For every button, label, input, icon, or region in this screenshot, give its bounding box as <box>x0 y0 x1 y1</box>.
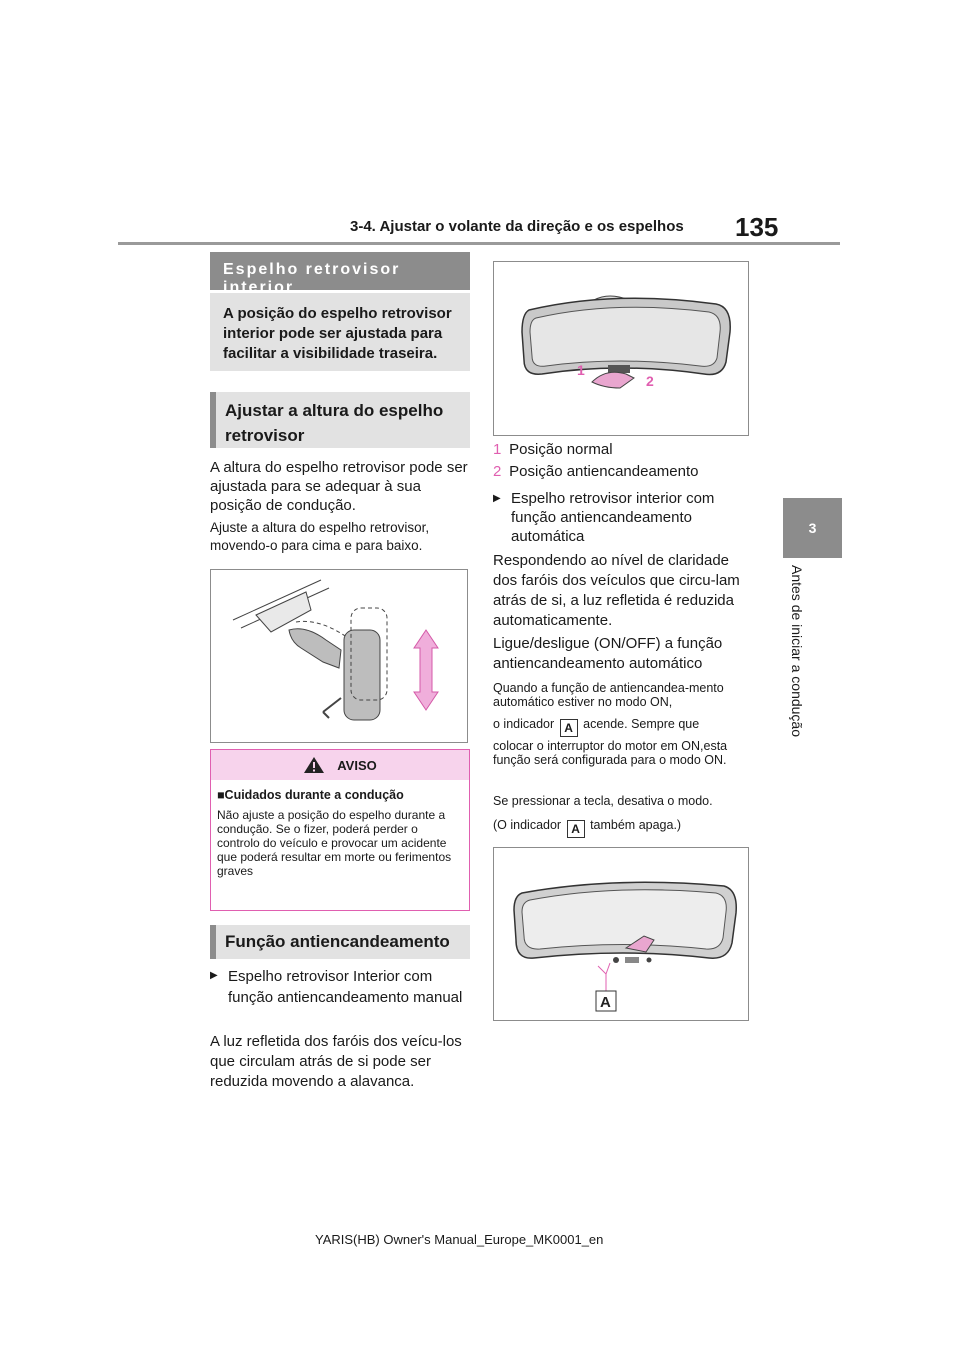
position-number: 1 <box>493 441 502 458</box>
header-section-title: 3-4. Ajustar o volante da direção e os e… <box>350 218 684 235</box>
section-heading: Espelho retrovisor interior <box>210 252 470 296</box>
warning-content: ■Cuidados durante a condução Não ajuste … <box>211 780 469 878</box>
position-item: 2 Posição antiencandeamento <box>493 462 755 481</box>
footer-manual-id: YARIS(HB) Owner's Manual_Europe_MK0001_e… <box>315 1232 604 1247</box>
header-divider <box>118 242 840 245</box>
subheading-antiglare: Função antiencandeamento <box>210 925 470 959</box>
chapter-tab: 3 <box>783 498 842 558</box>
position-item: 1 Posição normal <box>493 440 755 459</box>
note-engine-switch: colocar o interruptor do motor em ON,est… <box>493 739 728 767</box>
warning-box: AVISO ■Cuidados durante a condução Não a… <box>210 749 470 911</box>
warning-header: AVISO <box>211 750 469 780</box>
note-indicator-pre: o indicador <box>493 717 555 731</box>
note-press-key: Se pressionar a tecla, desativa o modo. <box>493 794 713 808</box>
fig-label-1: 1 <box>577 362 585 378</box>
auto-paragraph: Respondendo ao nível de claridade dos fa… <box>493 552 740 629</box>
mirror-antiglare-figure: 1 2 <box>493 261 749 436</box>
auto-toggle-paragraph: Ligue/desligue (ON/OFF) a função antienc… <box>493 635 723 672</box>
intro-box: A posição do espelho retrovisor interior… <box>210 293 470 371</box>
adjust-paragraph: A altura do espelho retrovisor pode ser … <box>210 459 468 514</box>
bullet-arrow-icon: ▶ <box>210 970 218 981</box>
mirror-lever-illustration: 1 2 <box>521 295 731 389</box>
chapter-title-vertical: Antes de iniciar a condução <box>782 565 812 765</box>
adjust-instruction: Ajuste a altura do espelho retrovisor, m… <box>210 520 430 553</box>
auto-item: ▶ Espelho retrovisor interior com função… <box>493 489 755 546</box>
note-off-pre: (O indicador <box>493 818 562 832</box>
position-label: Posição antiencandeamento <box>509 463 699 480</box>
auto-mirror-illustration: A <box>513 881 737 1012</box>
warning-label: AVISO <box>337 757 377 773</box>
bullet-arrow-icon: ▶ <box>493 493 501 504</box>
warning-triangle-icon <box>304 757 325 773</box>
mirror-height-figure <box>210 569 468 743</box>
indicator-a-icon: A <box>566 820 585 838</box>
chapter-title: Antes de iniciar a condução <box>789 565 805 737</box>
position-label: Posição normal <box>509 441 613 458</box>
note-indicator-post: acende. Sempre que <box>583 717 700 731</box>
note-mode-on: Quando a função de antiencandea-mento au… <box>493 681 724 709</box>
manual-item: ▶ Espelho retrovisor Interior com função… <box>210 966 472 1008</box>
position-list: 1 Posição normal 2 Posição antiencandeam… <box>493 440 755 481</box>
note-indicator-off: (O indicador A também apaga.) <box>493 817 755 838</box>
position-number: 2 <box>493 463 502 480</box>
indicator-a-icon: A <box>559 719 578 737</box>
subheading-adjust-height: Ajustar a altura do espelho retrovisor <box>210 392 470 448</box>
warning-text: Não ajuste a posição do espelho durante … <box>217 808 452 878</box>
warning-title: ■Cuidados durante a condução <box>217 788 404 802</box>
manual-paragraph: A luz refletida dos faróis dos veícu-los… <box>210 1033 462 1090</box>
manual-item-text: Espelho retrovisor Interior com função a… <box>228 968 463 1006</box>
note-off-post: também apaga.) <box>590 818 682 832</box>
mirror-height-illustration <box>232 579 439 721</box>
page-number: 135 <box>735 212 779 242</box>
auto-item-text: Espelho retrovisor interior com função a… <box>511 490 715 545</box>
fig-label-2: 2 <box>646 373 654 389</box>
note-indicator-line: o indicador A acende. Sempre que <box>493 716 755 737</box>
auto-mirror-figure: A <box>493 847 749 1021</box>
fig-label-a: A <box>600 994 611 1011</box>
